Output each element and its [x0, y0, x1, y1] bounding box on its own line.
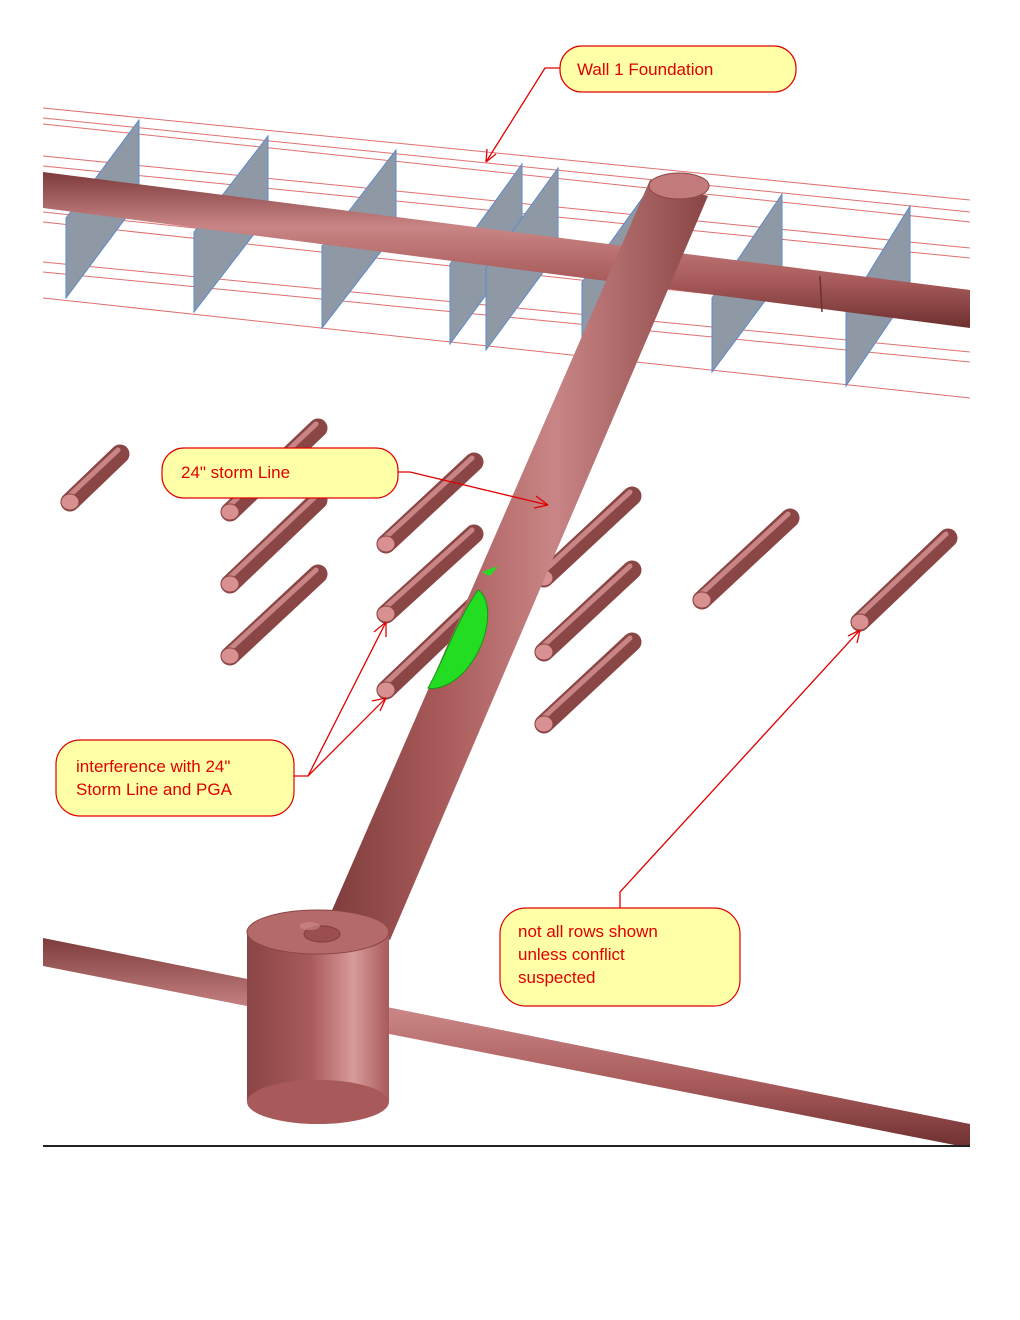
interference-label: interference with 24" Storm Line and PGA: [76, 757, 232, 799]
manhole-structure: [246, 909, 390, 1124]
storm-line-label: 24" storm Line: [181, 463, 291, 482]
callout-wall-foundation: [559, 45, 797, 93]
wall-foundation-label: Wall 1 Foundation: [577, 60, 714, 79]
lateral-pipes: [60, 418, 958, 734]
storm-line-pipe: [326, 172, 710, 940]
rows-note-label: not all rows shown unless conflict suspe…: [518, 922, 658, 987]
interference-highlight: [427, 566, 498, 689]
callout-storm-line: [161, 447, 399, 499]
callout-rows-note: [499, 907, 741, 1007]
top-horizontal-pipe: [43, 172, 970, 328]
leader-arrows: [294, 67, 861, 908]
callout-interference: [55, 739, 295, 817]
